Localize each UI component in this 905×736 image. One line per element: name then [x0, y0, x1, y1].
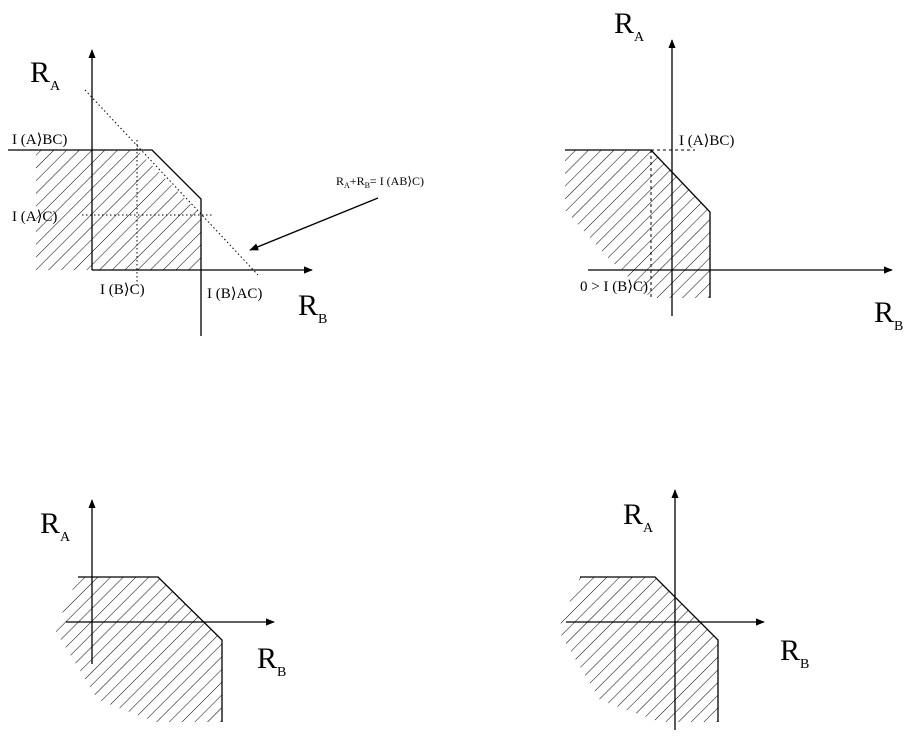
panel-3-x-axis-label: RB: [257, 642, 286, 680]
panel-1-y-axis-label: RA: [30, 56, 61, 94]
panel-2-label-i-a-bc: I (A⟩BC): [679, 133, 734, 149]
panel-4-x-axis-label: RB: [780, 634, 809, 672]
panel-1-label-i-b-c: I (B⟩C): [100, 282, 145, 298]
panel-1-label-i-a-c: I (A⟩C): [12, 209, 57, 225]
panel-1-region: [36, 150, 201, 270]
panel-1-callout-arrow: [249, 197, 379, 251]
panel-4-boundary: [580, 576, 719, 722]
panel-2-label-zero-gt: 0 > I (B⟩C): [580, 279, 648, 295]
panel-4-y-axis-label: RA: [623, 498, 654, 536]
panel-3-y-axis-label: RA: [40, 507, 71, 545]
panel-1-label-i-b-ac: I (B⟩AC): [207, 286, 262, 302]
panel-1-x-axis-label: RB: [298, 289, 327, 327]
panel-3-region: [55, 577, 222, 722]
panel-2-region: [565, 150, 710, 298]
panel-1: RA RB I (A⟩BC) I (A⟩C) I (B⟩C) I (B⟩AC) …: [8, 49, 424, 336]
panel-2-boundary: [565, 149, 711, 298]
panel-1-label-i-a-bc: I (A⟩BC): [12, 132, 67, 148]
panel-3: RA RB: [40, 499, 286, 722]
panel-1-sum-equation: RA+RB= I (AB⟩C): [336, 174, 424, 190]
panel-3-boundary: [78, 576, 223, 722]
panel-2-y-axis-label: RA: [614, 7, 645, 45]
panel-2-x-axis-label: RB: [874, 296, 903, 334]
panel-4-region: [558, 577, 718, 722]
panel-2: RA RB I (A⟩BC) 0 > I (B⟩C): [565, 7, 903, 334]
panel-4: RA RB: [558, 489, 809, 730]
panel-1-boundary: [8, 149, 202, 336]
